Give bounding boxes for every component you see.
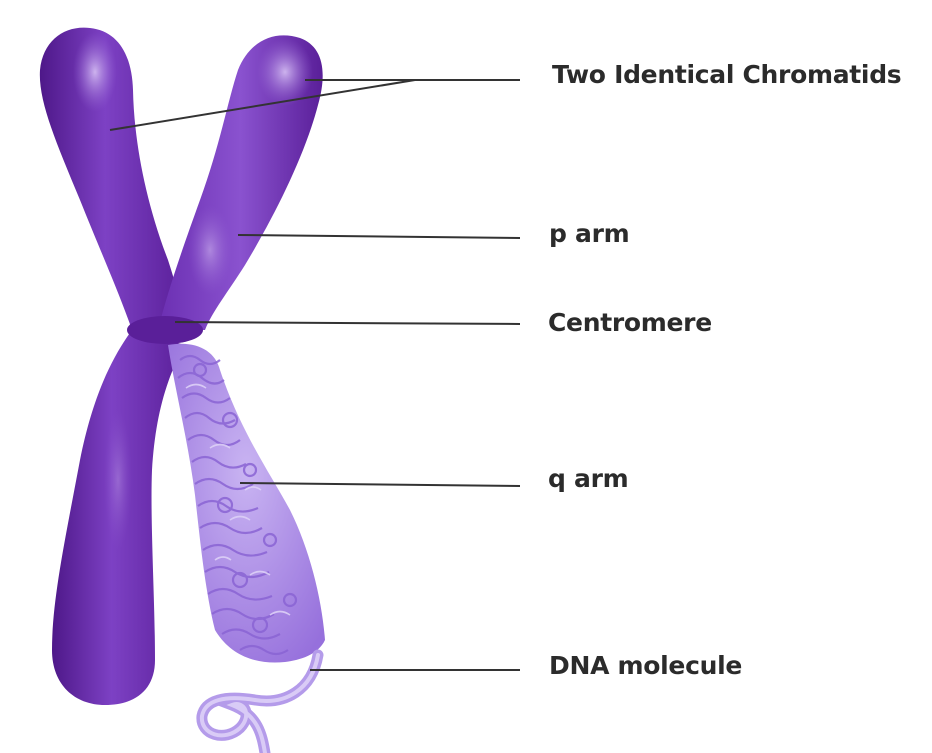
label-centromere: Centromere — [548, 308, 712, 337]
leader-line-q-arm — [240, 483, 520, 486]
leader-line-p-arm — [238, 235, 520, 238]
label-q-arm: q arm — [548, 464, 628, 493]
right-arm-highlight — [188, 205, 232, 295]
chromatin-coil-body — [168, 344, 325, 663]
label-dna-molecule: DNA molecule — [549, 651, 742, 680]
leader-line-centromere — [175, 322, 520, 324]
label-chromatids: Two Identical Chromatids — [552, 60, 901, 89]
left-tip-highlight — [73, 32, 117, 112]
right-tip-highlight — [257, 38, 313, 106]
left-lower-highlight — [104, 410, 132, 550]
centromere — [127, 316, 203, 344]
label-p-arm: p arm — [549, 219, 629, 248]
chromatin-coil — [168, 344, 325, 663]
